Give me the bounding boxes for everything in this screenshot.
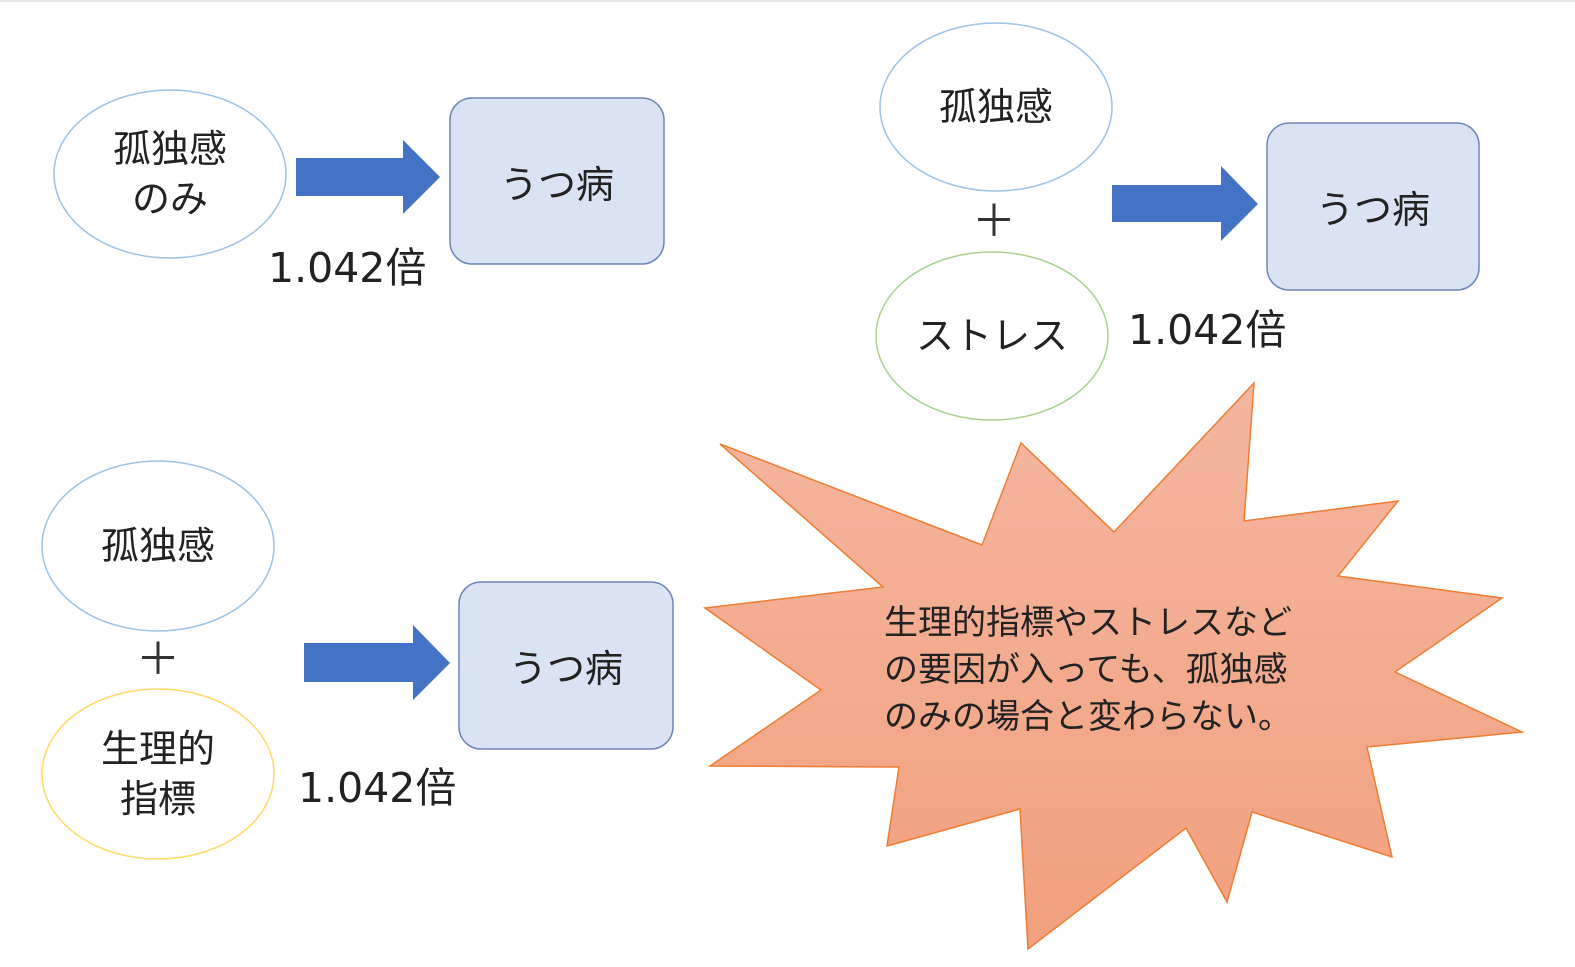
label-loneliness-only: 孤独感 のみ (54, 90, 286, 258)
ellipse-physiological (41, 688, 275, 860)
ellipse-stress (875, 251, 1109, 421)
ellipse-loneliness-2 (879, 22, 1113, 192)
plus-sign-3: ＋ (136, 634, 180, 685)
label-loneliness-2: 孤独感 (938, 85, 1053, 129)
callout-text: 生理的指標やストレスなど の要因が入っても、孤独感 のみの場合と変わらない。 (884, 600, 1324, 741)
label-indicators: 指標 (119, 777, 196, 821)
label-loneliness-3: 孤独感 (100, 524, 215, 568)
ratio-1: 1.042倍 (268, 244, 427, 292)
label-depression-2: うつ病 (1315, 188, 1430, 232)
box-depression-1 (449, 97, 665, 265)
box-depression-2 (1266, 122, 1480, 291)
arrow-1 (296, 140, 440, 214)
callout-line-3: のみの場合と変わらない。 (884, 697, 1292, 737)
arrow-3 (304, 625, 450, 700)
label-loneliness: 孤独感 (112, 127, 227, 171)
label-depression-1: うつ病 (499, 162, 614, 207)
plus-sign-2: ＋ (972, 196, 1016, 247)
callout-line-2: の要因が入っても、孤独感 (884, 650, 1288, 690)
box-depression-3 (458, 581, 674, 750)
ellipse-loneliness-only (53, 89, 287, 259)
label-physiological: 生理的 (100, 727, 215, 771)
ellipse-loneliness-3 (41, 460, 275, 632)
label-depression-3: うつ病 (508, 647, 623, 691)
explosion-callout-shape (702, 380, 1525, 951)
ratio-2: 1.042倍 (1128, 306, 1287, 354)
callout-line-1: 生理的指標やストレスなど (884, 603, 1292, 643)
ratio-3: 1.042倍 (298, 764, 457, 812)
label-physiological-indicators: 生理的 指標 (42, 689, 274, 859)
label-only: のみ (131, 177, 208, 221)
arrow-2 (1112, 166, 1258, 241)
label-stress: ストレス (915, 314, 1068, 358)
